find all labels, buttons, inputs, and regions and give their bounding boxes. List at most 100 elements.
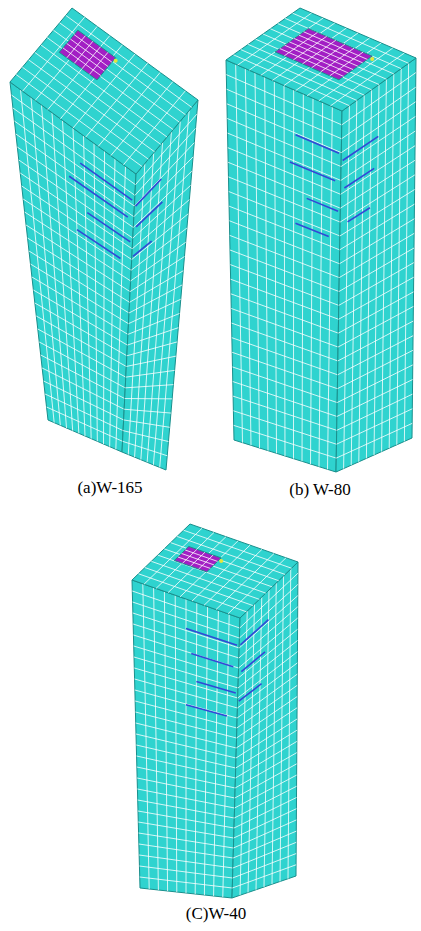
mesh-line	[135, 690, 237, 718]
mesh-line	[232, 323, 338, 361]
mesh-line	[89, 52, 108, 74]
column-left-face	[226, 60, 342, 472]
mesh-line	[132, 214, 188, 260]
mesh-line	[302, 40, 335, 64]
mesh-line	[238, 629, 297, 678]
crack-line	[196, 681, 235, 693]
crack-line	[344, 168, 374, 188]
mesh-line	[233, 831, 296, 858]
mesh-line	[233, 396, 337, 430]
mesh-line	[131, 242, 186, 281]
mesh-line	[168, 537, 226, 593]
column-model	[226, 8, 416, 472]
mesh-line	[232, 352, 337, 388]
mesh-line	[47, 407, 123, 441]
mesh-line	[33, 290, 127, 345]
mesh-line	[133, 185, 191, 238]
mesh-line	[137, 767, 235, 788]
mesh-line	[239, 607, 298, 658]
mesh-line	[133, 624, 239, 658]
mesh-line	[337, 380, 413, 417]
crack-line	[290, 162, 335, 181]
mesh-line	[341, 102, 415, 153]
mesh-line	[44, 381, 124, 420]
mesh-line	[227, 104, 341, 153]
mesh-line	[138, 811, 234, 828]
crack-line	[348, 208, 370, 222]
mesh-line	[137, 789, 234, 808]
mesh-line	[74, 41, 93, 63]
mesh-line	[38, 329, 126, 377]
mesh-line	[339, 233, 414, 277]
mesh-line	[340, 190, 415, 236]
crack-line	[80, 163, 132, 200]
mesh-line	[132, 200, 189, 249]
figure-caption: (b) W-80	[289, 480, 351, 500]
mesh-line	[293, 36, 326, 60]
mesh-line	[233, 820, 296, 848]
mesh-line	[123, 431, 168, 442]
mesh-line	[231, 308, 338, 347]
mesh-line	[232, 865, 296, 888]
crack-line	[133, 241, 152, 256]
mesh-line	[36, 316, 126, 366]
mesh-line	[67, 36, 86, 58]
crack-line	[296, 135, 339, 154]
crack-line	[295, 223, 328, 236]
mesh-line	[232, 367, 337, 403]
mesh-line	[136, 723, 237, 748]
mesh-line	[340, 204, 415, 250]
column-model	[132, 524, 298, 898]
mesh-line	[35, 303, 127, 356]
mesh-line	[235, 764, 297, 798]
mesh-line	[135, 712, 236, 738]
mesh-line	[19, 160, 133, 238]
column-top-face	[226, 8, 416, 111]
mesh-line	[136, 734, 236, 758]
figure-caption: (a)W-165	[77, 478, 142, 498]
mesh-line	[340, 175, 415, 222]
figure-caption: (C)W-40	[186, 904, 246, 924]
mesh-line	[228, 558, 286, 614]
crack-line	[191, 654, 233, 667]
stress-marker	[370, 57, 374, 61]
mesh-line	[82, 47, 101, 69]
mesh-line	[228, 148, 341, 195]
mesh-line	[270, 29, 386, 79]
mesh-line	[124, 409, 171, 413]
mesh-line	[216, 554, 274, 610]
mesh-line	[139, 866, 232, 878]
mesh-line	[23, 199, 131, 270]
mesh-line	[337, 365, 413, 403]
mesh-line	[42, 368, 124, 409]
mesh-line	[125, 398, 172, 399]
mesh-line	[136, 745, 235, 768]
mesh-line	[191, 552, 206, 566]
mesh-line	[235, 775, 297, 808]
crack-line	[307, 198, 338, 211]
mesh-line	[284, 32, 317, 56]
mesh-line	[199, 555, 214, 569]
mesh-line	[32, 277, 128, 334]
mesh-line	[137, 778, 235, 798]
mesh-line	[140, 877, 233, 888]
mesh-line	[133, 171, 192, 227]
crack-line	[186, 628, 237, 645]
mesh-line	[123, 441, 168, 455]
crack-line	[186, 705, 227, 716]
mesh-line	[182, 549, 197, 563]
mesh-line	[70, 39, 108, 67]
crack-line	[136, 179, 162, 206]
mesh-line	[128, 313, 180, 334]
mesh-line	[39, 342, 125, 388]
mesh-line	[29, 251, 129, 313]
mesh-line	[233, 854, 297, 878]
mesh-line	[227, 118, 341, 166]
mesh-line	[228, 162, 340, 208]
mesh-line	[236, 708, 297, 748]
mesh-line	[74, 35, 112, 63]
column-model	[10, 8, 198, 470]
mesh-line	[236, 719, 297, 758]
mesh-line	[339, 248, 414, 292]
